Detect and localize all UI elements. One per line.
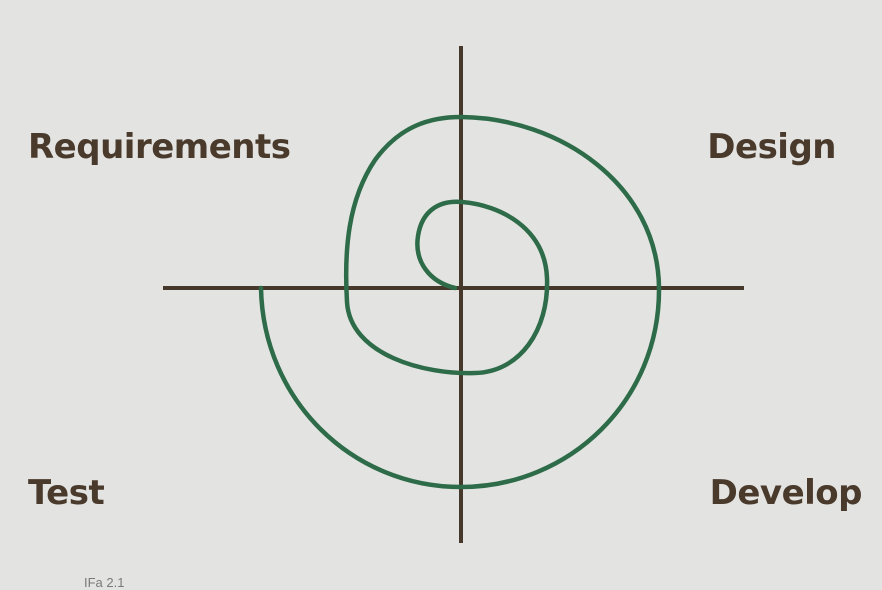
design-label: Design	[707, 127, 836, 167]
spiral-curve	[258, 114, 662, 490]
develop-label: Develop	[709, 473, 863, 513]
figure-caption: IFa 2.1	[84, 575, 125, 590]
test-label: Test	[28, 473, 105, 513]
requirements-label: Requirements	[28, 127, 291, 167]
